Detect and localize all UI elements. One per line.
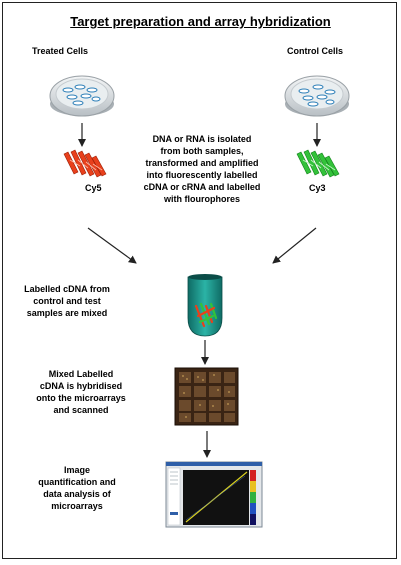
cy3-labelled-dna-icon — [296, 149, 340, 178]
cy5-labelled-dna-icon — [63, 149, 107, 178]
control-petri-dish-icon — [284, 75, 350, 117]
analysis-software-screenshot-icon — [165, 461, 263, 528]
hybridization-caption: Mixed Labelled cDNA is hybridised onto t… — [36, 369, 126, 415]
treated-cells-label: Treated Cells — [32, 46, 89, 56]
cy5-label: Cy5 — [85, 183, 102, 193]
diagram-frame — [2, 2, 397, 559]
analysis-caption: Image quantification and data analysis o… — [38, 465, 116, 511]
arrow-cy5-to-tube — [87, 227, 137, 264]
microarray-chip-icon — [174, 367, 239, 426]
arrow-cy3-to-tube — [272, 227, 317, 264]
mixing-caption: Labelled cDNA from control and test samp… — [24, 284, 110, 318]
isolation-caption: DNA or RNA is isolated from both samples… — [143, 134, 261, 204]
control-cells-label: Control Cells — [287, 46, 344, 56]
cy3-label: Cy3 — [309, 183, 326, 193]
treated-petri-dish-icon — [49, 75, 115, 117]
diagram-title: Target preparation and array hybridizati… — [70, 14, 331, 29]
test-tube-icon — [187, 274, 223, 337]
